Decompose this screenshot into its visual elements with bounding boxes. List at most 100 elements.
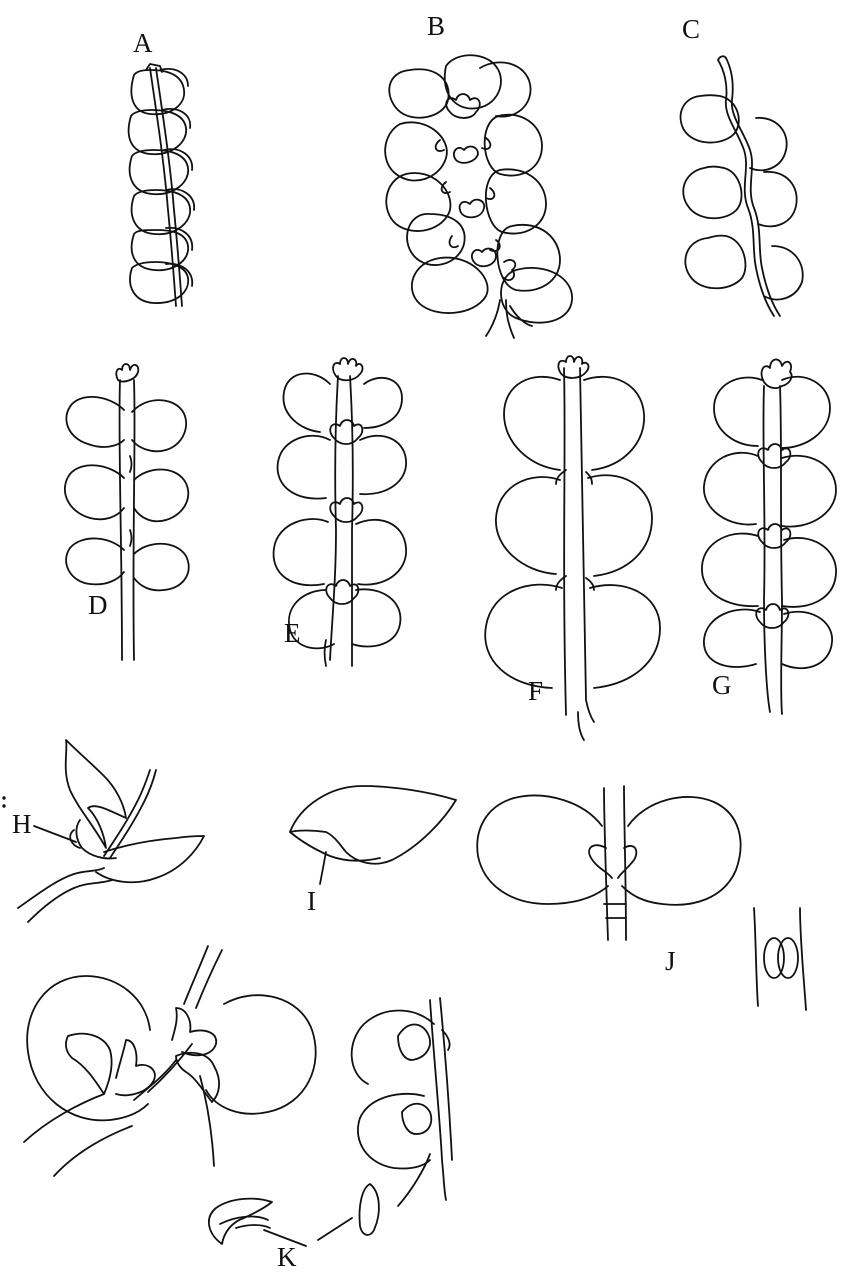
stem [54, 1126, 132, 1176]
flower-bud [762, 359, 792, 388]
stipule [70, 830, 80, 848]
flower [450, 236, 458, 247]
stem [800, 908, 806, 1010]
leaf [389, 69, 448, 117]
leaf [274, 519, 328, 585]
leaf [66, 740, 126, 848]
label-f: F [528, 676, 543, 706]
leaf [501, 268, 572, 323]
stray-dot [3, 797, 5, 799]
leaf [283, 374, 330, 432]
leaf [66, 538, 124, 584]
flower-bud [558, 356, 588, 378]
leaf [622, 797, 741, 905]
figure-g-shoot: G [702, 359, 836, 714]
leaf [290, 786, 456, 864]
stipule [402, 1104, 431, 1134]
stray-dot [3, 805, 5, 807]
leaf [782, 538, 836, 607]
figure-d-shoot: D [65, 364, 189, 660]
leaf [132, 190, 191, 234]
stem [119, 380, 122, 660]
stem [578, 712, 584, 740]
flower [756, 604, 788, 628]
figure-k-details: K [24, 946, 452, 1272]
stem [780, 386, 782, 714]
leaf [412, 258, 488, 313]
leaf [685, 236, 745, 289]
figure-f-shoot: F [485, 356, 660, 740]
leaf [485, 115, 542, 176]
leaf [364, 378, 402, 428]
stem [754, 908, 758, 1006]
stem [580, 368, 594, 722]
flower [486, 188, 494, 199]
label-h: H [12, 809, 32, 839]
leaf-midrib [130, 456, 132, 472]
stem [24, 1094, 104, 1142]
leaf [407, 214, 465, 265]
leaf [764, 246, 803, 300]
flower [482, 138, 490, 149]
leaf [134, 544, 189, 591]
flower-bud [333, 358, 363, 380]
leaf [750, 118, 787, 170]
leaf [704, 610, 760, 667]
stipule [398, 1025, 430, 1061]
stem-tip [718, 56, 726, 60]
leaf [704, 453, 758, 525]
stem [133, 380, 134, 660]
stem [718, 60, 774, 316]
leaf-pointer [398, 1154, 430, 1206]
label-d: D [88, 590, 108, 620]
leaf-midrib [130, 530, 132, 546]
stem [726, 58, 780, 316]
leaf [132, 400, 186, 451]
leaf [65, 465, 124, 519]
leaf [758, 172, 797, 226]
leaf [352, 589, 400, 646]
stem [440, 998, 452, 1160]
leaf-fold [290, 832, 380, 861]
label-i: I [307, 886, 316, 916]
stem [28, 880, 112, 922]
leaf [360, 436, 406, 494]
stipule-detail [236, 1225, 270, 1228]
figure-i-leaf: I [290, 786, 456, 916]
label-k: K [277, 1242, 297, 1272]
figure-a-shoot: A [129, 28, 195, 306]
leaf [496, 477, 560, 574]
seed [778, 938, 798, 978]
figure-b-shoot: B [385, 11, 572, 338]
flower [460, 200, 485, 218]
label-a: A [133, 28, 153, 58]
stem [184, 946, 208, 1004]
figure-e-shoot: E [274, 358, 407, 666]
stem [172, 1008, 216, 1055]
label-c: C [682, 14, 700, 44]
leaf [782, 612, 832, 668]
leaf [588, 475, 652, 576]
leaf [683, 167, 741, 219]
leaf [590, 585, 660, 688]
label-g: G [712, 670, 732, 700]
stem [486, 300, 500, 336]
leaf [130, 150, 189, 194]
stem [18, 868, 104, 908]
leaf [66, 397, 124, 447]
stipule [76, 820, 116, 859]
flower [446, 94, 480, 118]
stipule-detail [220, 1217, 268, 1224]
stem [325, 640, 327, 666]
stem [624, 786, 626, 940]
leaf [27, 976, 150, 1120]
leaf-pointer [320, 852, 326, 884]
figure-c-shoot: C [681, 14, 803, 316]
leaf [584, 377, 644, 470]
leaf [782, 377, 830, 448]
stem [196, 950, 222, 1008]
leaf [386, 173, 450, 231]
stipule [589, 845, 612, 878]
stem [763, 386, 770, 712]
